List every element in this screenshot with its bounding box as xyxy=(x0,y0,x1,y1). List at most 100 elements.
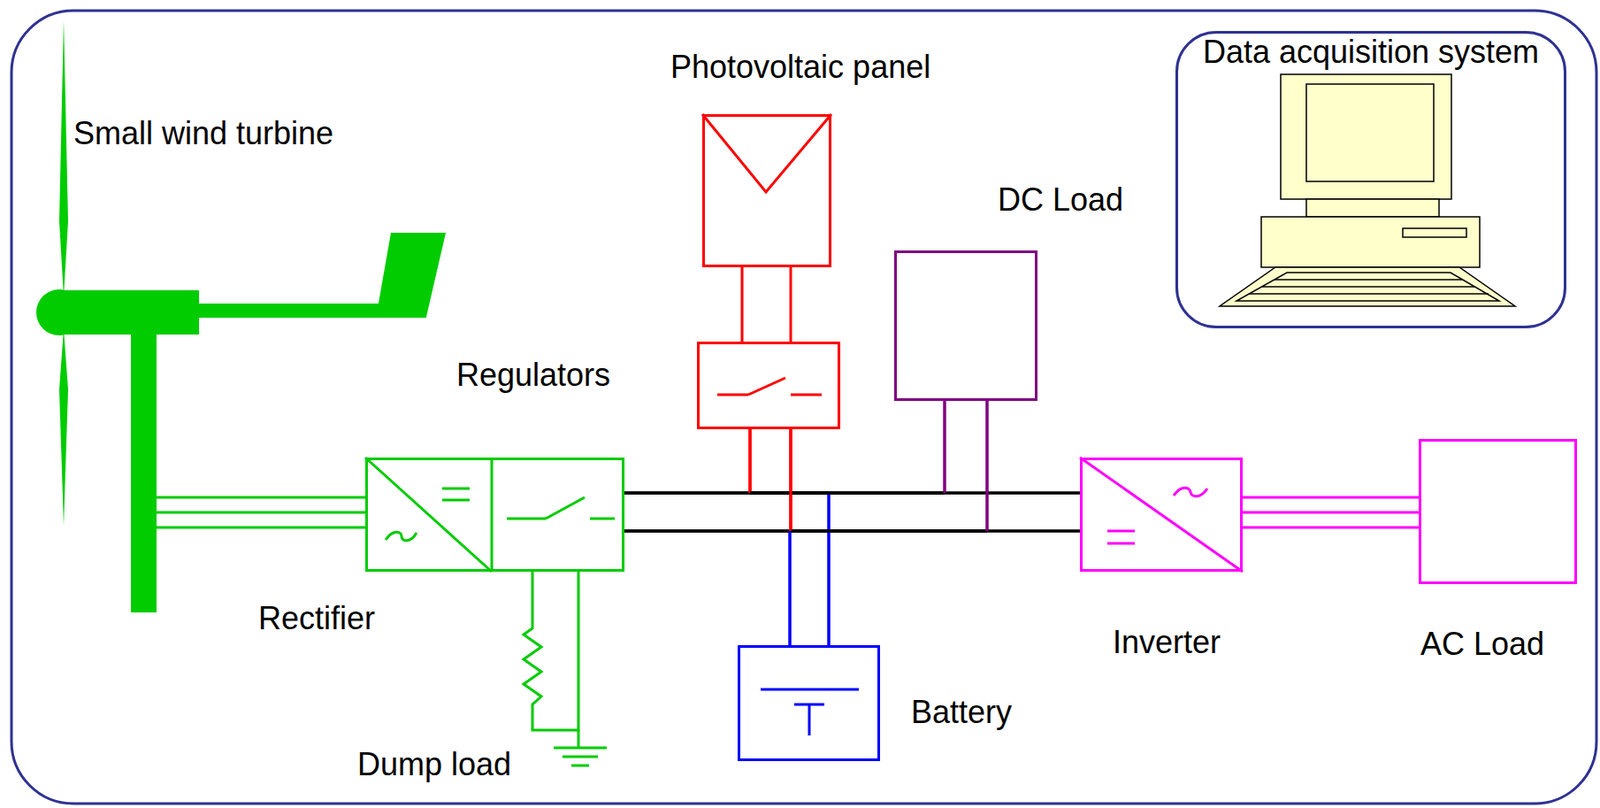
monitor-screen xyxy=(1306,84,1434,182)
node-label: Photovoltaic panel xyxy=(670,48,931,85)
turbine-tail xyxy=(377,232,446,317)
wire xyxy=(788,530,792,645)
green-circuit xyxy=(156,457,615,766)
regulator-box: Regulators xyxy=(696,341,841,429)
ground-symbol xyxy=(553,746,607,750)
ac-symbol xyxy=(1173,487,1208,497)
keyboard-row xyxy=(1248,292,1489,295)
wire-connector xyxy=(750,428,829,645)
turbine-hub xyxy=(36,289,83,336)
wire xyxy=(749,428,752,493)
node-label: Regulators xyxy=(456,356,611,393)
battery-symbol xyxy=(760,688,859,735)
dc-symbol xyxy=(1107,542,1135,545)
wire xyxy=(624,529,1080,533)
wire xyxy=(788,530,792,645)
keyboard-row xyxy=(1274,278,1463,281)
node-label: Data acquisition system xyxy=(1202,33,1539,70)
node-label: Inverter xyxy=(1112,623,1221,660)
ac-wire xyxy=(156,526,366,529)
wire xyxy=(789,267,793,342)
wire xyxy=(789,428,793,531)
wire xyxy=(943,400,947,493)
computer-case xyxy=(1261,216,1480,268)
switch-symbol xyxy=(506,517,546,521)
wire xyxy=(741,267,744,342)
wire xyxy=(750,491,1080,495)
battery-terminal xyxy=(808,704,812,735)
wire-connector xyxy=(750,428,1080,531)
load-box: AC Load xyxy=(1418,438,1578,584)
node-label: Battery xyxy=(911,693,1012,730)
turbine-blade xyxy=(59,20,69,297)
wire xyxy=(1242,526,1419,529)
switch-symbol xyxy=(790,393,822,397)
ground-wire xyxy=(577,729,581,748)
load-box: DC Load xyxy=(894,250,1038,401)
pv-symbols xyxy=(702,114,832,395)
wire xyxy=(749,428,752,493)
resistor-symbol xyxy=(523,571,579,730)
node-label: AC Load xyxy=(1420,625,1545,662)
computer-icon xyxy=(1219,74,1516,307)
component-label: Dump load xyxy=(357,745,512,782)
keyboard xyxy=(1219,267,1516,307)
outer-frame xyxy=(11,10,1597,804)
battery-plate xyxy=(760,688,859,691)
wire xyxy=(789,428,793,531)
wire-connector xyxy=(624,400,988,531)
converter-box: Rectifier xyxy=(365,457,625,572)
wire xyxy=(827,492,831,645)
wire xyxy=(624,529,988,533)
switch-symbol xyxy=(589,517,615,521)
ac-wire xyxy=(156,511,366,514)
drive-slot xyxy=(1402,228,1467,238)
turbine-blade xyxy=(59,329,69,526)
wire xyxy=(986,400,989,531)
monitor-stand xyxy=(1306,199,1440,217)
wire xyxy=(749,428,752,493)
converter-diagonal xyxy=(365,457,492,572)
converter-diagonal xyxy=(1079,457,1243,572)
component-label: Small wind turbine xyxy=(73,114,334,152)
wire xyxy=(943,400,947,493)
ac-symbol xyxy=(385,531,417,541)
box-divider xyxy=(490,457,494,572)
wire xyxy=(789,428,793,531)
wire xyxy=(986,400,989,531)
dc-symbol xyxy=(1107,529,1135,533)
wire-connector xyxy=(624,492,1080,531)
pv-panel-box: Photovoltaic panel xyxy=(702,114,832,268)
ground-symbol xyxy=(562,755,598,758)
switch-symbol xyxy=(545,497,585,519)
node-label: Rectifier xyxy=(258,599,376,636)
switch-symbol xyxy=(748,377,786,395)
wire xyxy=(750,491,945,495)
wire-connector xyxy=(1242,497,1419,528)
battery-box: Battery xyxy=(737,644,881,761)
wire xyxy=(790,529,1080,533)
wire-connector xyxy=(750,400,988,531)
inverter-box: Inverter xyxy=(1079,457,1243,572)
switch-symbol xyxy=(717,393,749,397)
dc-symbol xyxy=(442,498,470,502)
dc-symbol xyxy=(442,487,470,490)
wire xyxy=(1242,496,1419,499)
wire xyxy=(624,491,945,495)
node-label: DC Load xyxy=(997,181,1124,218)
wire xyxy=(827,492,831,645)
wire xyxy=(1242,511,1419,514)
wire xyxy=(790,529,988,533)
wind-turbine xyxy=(36,20,446,613)
ac-wire xyxy=(156,496,366,499)
pv-triangle xyxy=(702,114,832,192)
ground-symbol xyxy=(571,764,590,767)
inverter-symbols xyxy=(1079,457,1243,572)
monitor xyxy=(1280,74,1452,200)
keyboard-row xyxy=(1262,285,1476,288)
wire-connector xyxy=(624,492,829,645)
keyboard-keys xyxy=(1236,272,1500,301)
wire-connector xyxy=(742,267,791,342)
wire xyxy=(624,491,1080,495)
